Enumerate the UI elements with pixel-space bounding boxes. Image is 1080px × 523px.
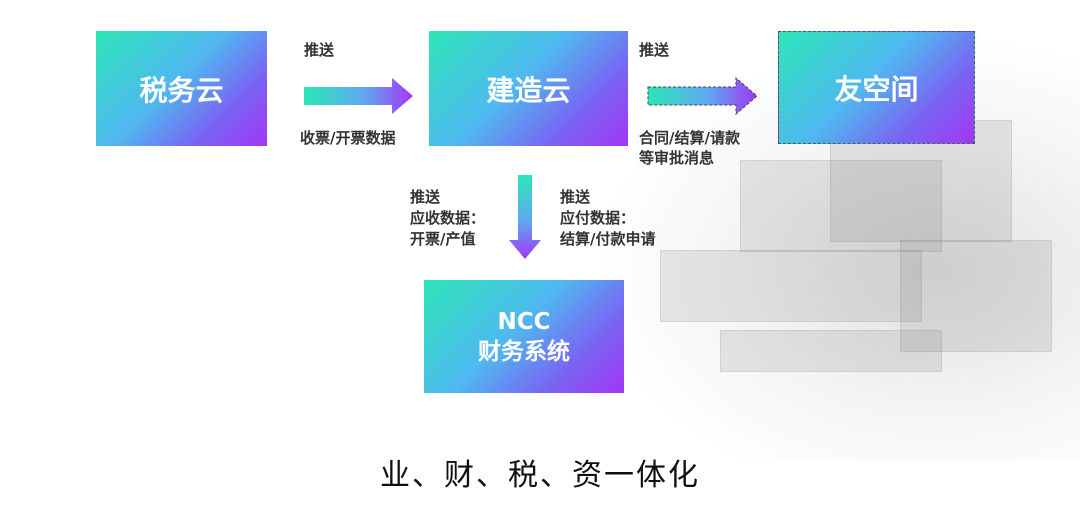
tax-data-label: 收票/开票数据 bbox=[300, 129, 396, 147]
receivable-push-label: 推送 bbox=[410, 188, 441, 206]
tax-push-label: 推送 bbox=[304, 41, 335, 59]
ncc-label: NCC bbox=[497, 308, 551, 335]
friend-data-label-1: 合同/结算/请款 bbox=[639, 129, 740, 147]
tax-cloud-label: 税务云 bbox=[139, 73, 224, 107]
friend-push-label: 推送 bbox=[639, 41, 670, 59]
build-cloud-label: 建造云 bbox=[486, 73, 571, 107]
finance-system-label: 财务系统 bbox=[478, 338, 570, 365]
receivable-data-label: 应收数据： bbox=[410, 209, 486, 227]
friend-space-label: 友空间 bbox=[834, 72, 919, 106]
payable-data-label: 应付数据： bbox=[560, 209, 636, 227]
arrow-tax-to-build bbox=[304, 78, 413, 114]
ncc-finance-box: NCC 财务系统 bbox=[424, 280, 624, 393]
receivable-detail-label: 开票/产值 bbox=[410, 230, 476, 248]
build-cloud-box: 建造云 bbox=[429, 31, 628, 146]
friend-data-label-2: 等审批消息 bbox=[639, 149, 715, 167]
arrow-build-to-ncc bbox=[509, 175, 541, 259]
arrow-build-to-friend bbox=[647, 76, 758, 116]
payable-push-label: 推送 bbox=[560, 188, 591, 206]
tax-cloud-box: 税务云 bbox=[96, 31, 267, 146]
payable-detail-label: 结算/付款申请 bbox=[560, 230, 656, 248]
caption: 业、财、税、资一体化 bbox=[380, 458, 700, 493]
friend-space-box: 友空间 bbox=[778, 31, 975, 144]
